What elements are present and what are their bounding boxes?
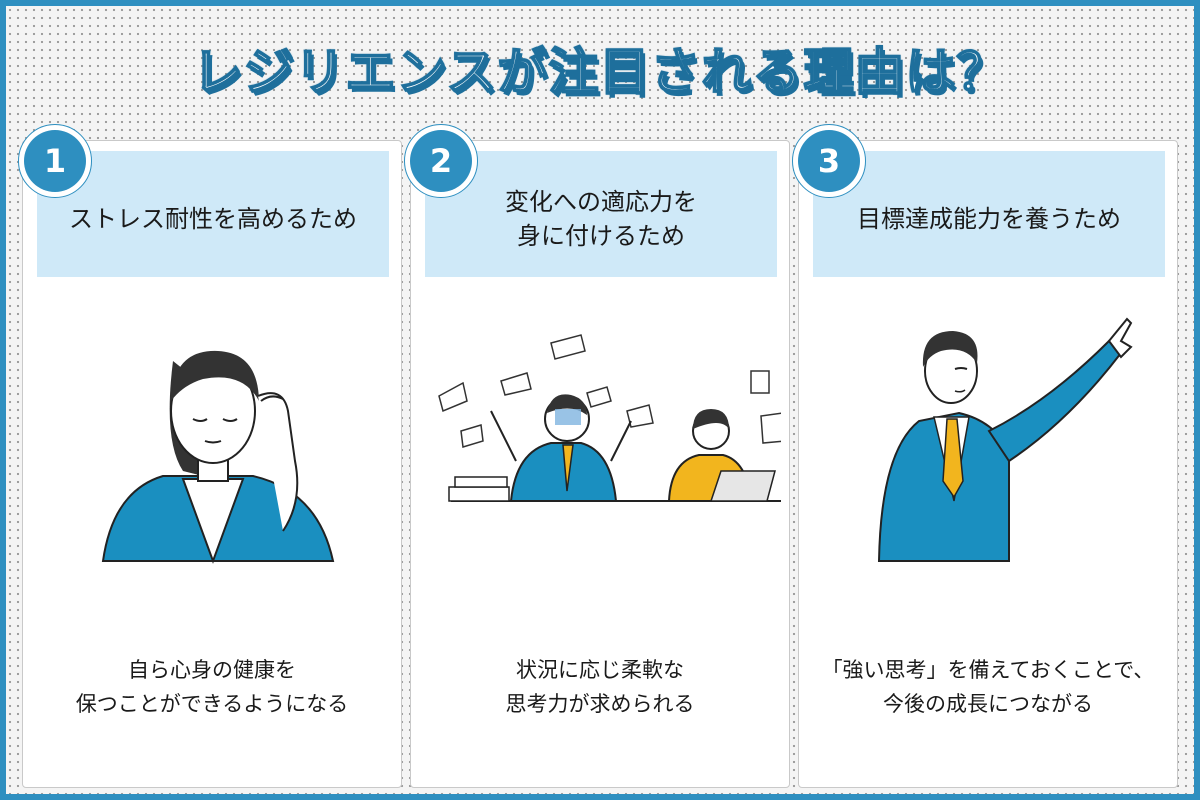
- card-caption: 「強い思考」を備えておくことで、 今後の成長につながる: [799, 653, 1177, 721]
- caption-line: 思考力が求められる: [505, 692, 695, 716]
- caption-line: 「強い思考」を備えておくことで、: [821, 658, 1155, 682]
- card-header: 目標達成能力を養うため: [813, 151, 1165, 277]
- caption-line: 状況に応じ柔軟な: [516, 658, 684, 682]
- caption-line: 保つことができるようになる: [75, 692, 349, 716]
- reason-card-1: ストレス耐性を高めるため 自ら心身の健康を 保つことができるようになる: [22, 140, 402, 788]
- card-caption: 状況に応じ柔軟な 思考力が求められる: [411, 653, 789, 721]
- page-title: レジリエンスが注目される理由は？: [192, 42, 1008, 102]
- caption-line: 自ら心身の健康を: [128, 658, 296, 682]
- caption-line: 今後の成長につながる: [883, 692, 1093, 716]
- card-heading: ストレス耐性を高めるため: [69, 205, 357, 233]
- busy-office-illustration: [438, 334, 781, 502]
- card-header: 変化への適応力を 身に付けるため: [425, 151, 777, 277]
- stressed-woman-illustration: [101, 350, 335, 564]
- pointing-businessman-illustration: [877, 317, 1133, 562]
- card-header: ストレス耐性を高めるため: [37, 151, 389, 277]
- card-heading: 変化への適応力を 身に付けるため: [505, 188, 697, 250]
- card-heading: 目標達成能力を養うため: [857, 205, 1121, 233]
- reason-card-2: 変化への適応力を 身に付けるため: [410, 140, 790, 788]
- reason-card-3: 目標達成能力を養うため 「強い思考」を備えておくことで、 今後の成長につながる: [798, 140, 1178, 788]
- number-badge-3: 3: [792, 124, 866, 198]
- number-badge-2: 2: [404, 124, 478, 198]
- number-badge-1: 1: [18, 124, 92, 198]
- card-caption: 自ら心身の健康を 保つことができるようになる: [23, 653, 401, 721]
